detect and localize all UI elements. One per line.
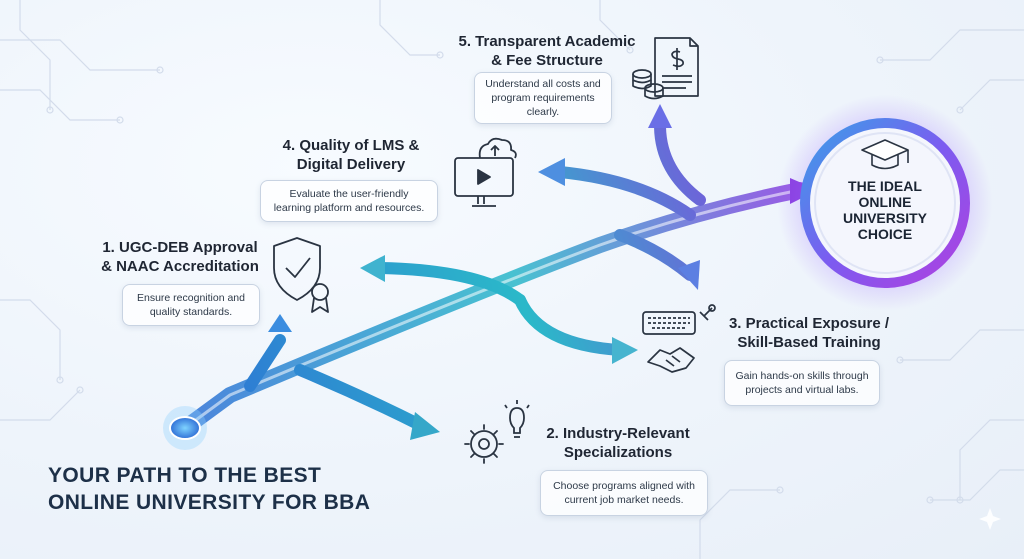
arrowhead-step-1-left <box>360 255 385 282</box>
step-3-heading: 3. Practical Exposure / Skill-Based Trai… <box>722 314 896 352</box>
step-1-heading: 1. UGC-DEB Approval & NAAC Accreditation <box>96 238 264 276</box>
goal-label: THE IDEAL ONLINE UNIVERSITY CHOICE <box>830 178 940 242</box>
goal-line: CHOICE <box>857 226 913 242</box>
goal-line: ONLINE <box>858 194 912 210</box>
step-desc-line: clearly. <box>526 106 560 118</box>
step-heading-line: 1. UGC-DEB Approval <box>102 239 258 256</box>
arrowhead-step-4 <box>538 158 565 186</box>
step-desc-line: Choose programs aligned with <box>553 480 695 492</box>
monitor-cloud-icon <box>454 137 517 207</box>
step-desc-line: current job market needs. <box>564 494 684 506</box>
step-5-heading: 5. Transparent Academic & Fee Structure <box>448 32 646 70</box>
shield-badge-icon <box>273 237 329 313</box>
document-coins-icon <box>632 37 699 100</box>
branch-step-4 <box>554 166 696 221</box>
graduation-cap-icon <box>861 139 909 170</box>
branch-step-1 <box>244 334 286 392</box>
goal-ring <box>800 118 970 288</box>
step-heading-line: & Fee Structure <box>491 52 603 69</box>
branch-step-1-arrow <box>374 262 526 306</box>
step-heading-line: Specializations <box>563 444 673 461</box>
step-heading-line: 3. Practical Exposure / <box>728 315 890 332</box>
step-4-description: Evaluate the user-friendly learning plat… <box>260 180 438 222</box>
main-path <box>177 182 808 436</box>
step-desc-line: learning platform and resources. <box>273 202 425 214</box>
step-desc-line: Evaluate the user-friendly <box>289 188 409 200</box>
step-desc-line: projects and virtual labs. <box>745 384 859 396</box>
step-desc-line: Understand all costs and <box>485 78 601 90</box>
step-heading-line: Skill-Based Training <box>737 334 881 351</box>
goal-line: THE IDEAL <box>848 178 922 194</box>
goal-line: UNIVERSITY <box>842 210 927 226</box>
step-3-description: Gain hands-on skills through projects an… <box>724 360 880 406</box>
step-heading-line: 4. Quality of LMS & <box>282 137 420 154</box>
arrowhead-step-2 <box>410 412 440 440</box>
gear-lightbulb-icon <box>464 400 530 464</box>
step-desc-line: quality standards. <box>149 306 233 318</box>
step-2-heading: 2. Industry-Relevant Specializations <box>538 424 698 462</box>
step-2-description: Choose programs aligned with current job… <box>540 470 708 516</box>
step-heading-line: & NAAC Accreditation <box>101 258 259 275</box>
step-5-description: Understand all costs and program require… <box>474 72 612 124</box>
arrowhead-step-3 <box>612 337 638 364</box>
branch-step-5 <box>654 119 706 206</box>
title-line: YOUR PATH TO THE BEST <box>48 464 322 487</box>
step-heading-line: Digital Delivery <box>296 156 406 173</box>
page-title: YOUR PATH TO THE BEST ONLINE UNIVERSITY … <box>48 462 370 516</box>
sparkle-icon <box>979 508 1001 530</box>
step-4-heading: 4. Quality of LMS & Digital Delivery <box>276 136 426 174</box>
step-heading-line: 2. Industry-Relevant <box>546 425 690 442</box>
step-desc-line: Gain hands-on skills through <box>735 370 869 382</box>
arrowhead-step-3b <box>678 260 700 290</box>
branch-step-2 <box>294 364 426 431</box>
branch-step-3 <box>514 294 626 356</box>
step-desc-line: program requirements <box>491 92 595 104</box>
step-1-description: Ensure recognition and quality standards… <box>122 284 260 326</box>
keyboard-handshake-icon <box>642 304 716 373</box>
arrowhead-step-1 <box>268 314 292 332</box>
step-desc-line: Ensure recognition and <box>137 292 245 304</box>
arrowhead-step-5 <box>648 104 672 128</box>
step-heading-line: 5. Transparent Academic <box>458 33 636 50</box>
start-node <box>169 416 201 440</box>
title-line: ONLINE UNIVERSITY FOR BBA <box>48 491 371 514</box>
